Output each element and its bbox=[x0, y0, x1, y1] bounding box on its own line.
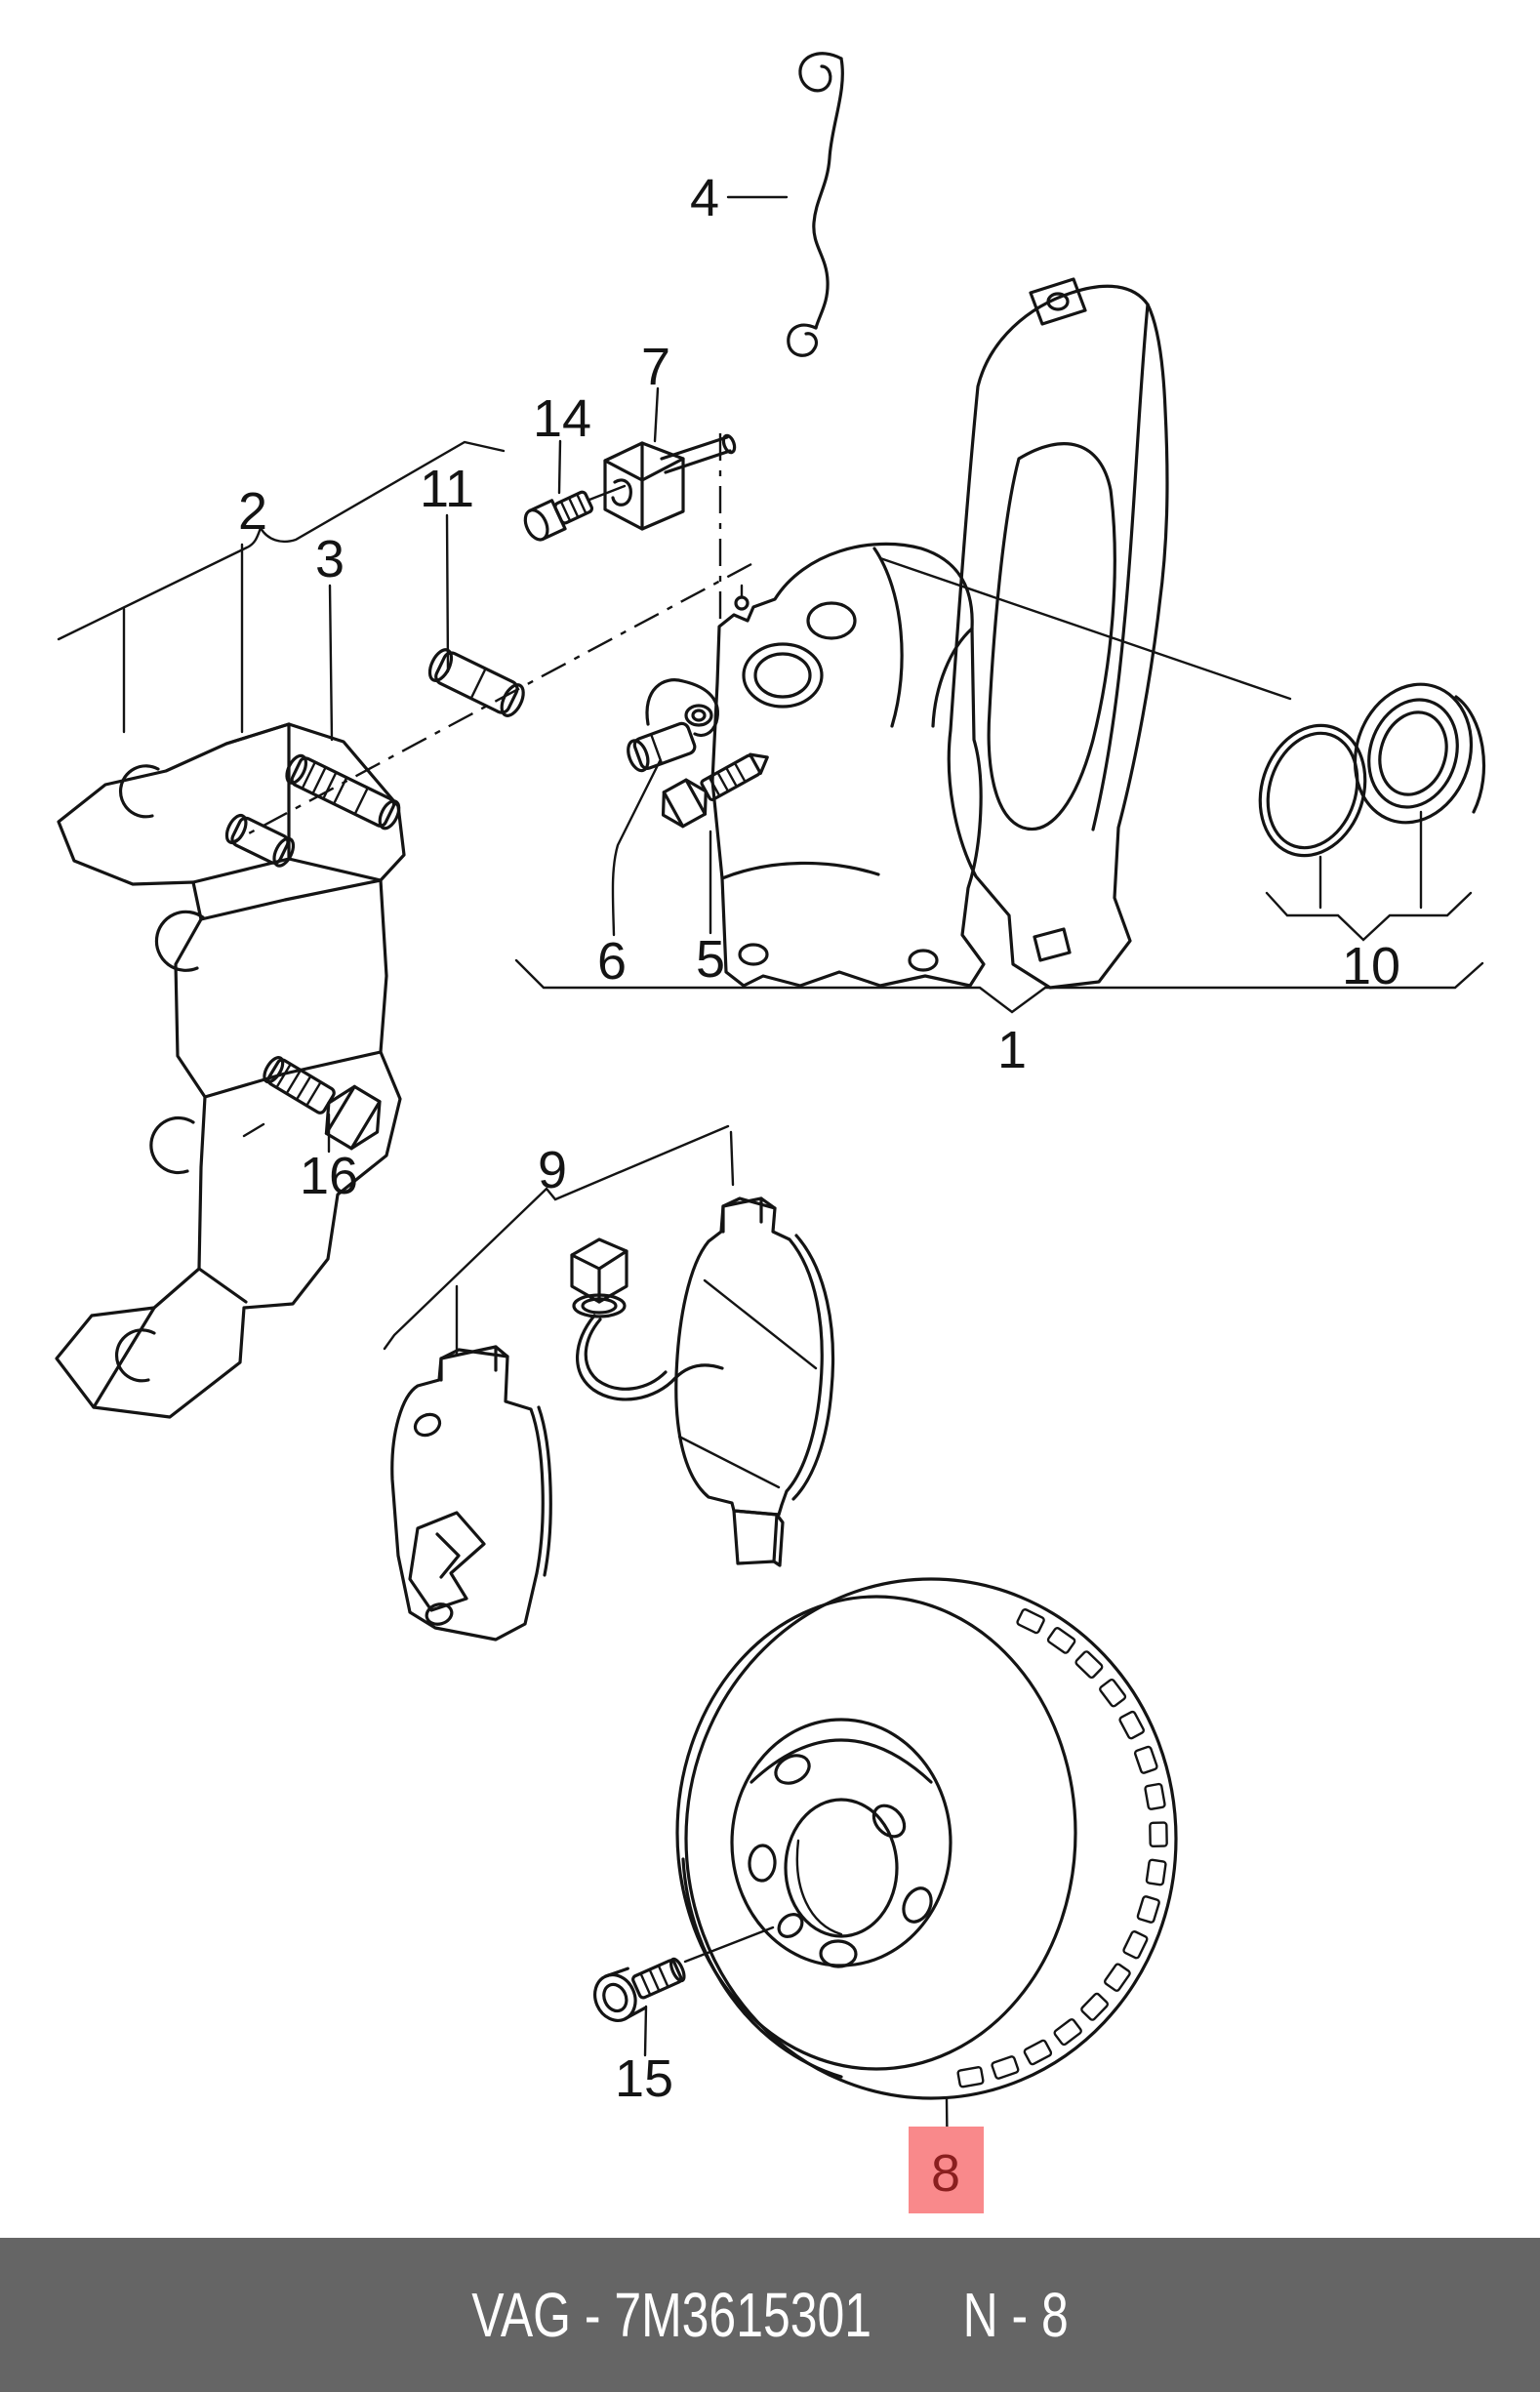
bracket-part-2 bbox=[57, 440, 506, 641]
leader-part-7 bbox=[653, 386, 660, 443]
brake-disc-drawing bbox=[675, 1577, 1178, 2100]
part-label-4[interactable]: 4 bbox=[690, 169, 719, 227]
bracket-part-10 bbox=[1265, 891, 1473, 942]
bracket-part-9 bbox=[383, 1124, 735, 1351]
retaining-spring-drawing bbox=[787, 52, 844, 357]
footer-bar: VAG - 7M3615301 N - 8 bbox=[0, 2238, 1540, 2392]
seal-kit-drawing bbox=[1258, 682, 1486, 858]
part-label-6[interactable]: 6 bbox=[597, 932, 627, 991]
leader-part-3 bbox=[328, 584, 334, 742]
bolt-16-drawing bbox=[263, 1055, 382, 1151]
part-label-11[interactable]: 11 bbox=[420, 460, 474, 518]
part-label-2[interactable]: 2 bbox=[238, 482, 267, 541]
part-label-16[interactable]: 16 bbox=[300, 1147, 358, 1205]
page-ref: N - 8 bbox=[962, 2280, 1069, 2350]
leader-part-14 bbox=[557, 439, 562, 495]
vent-slots bbox=[956, 1608, 1168, 2088]
part-label-14[interactable]: 14 bbox=[533, 389, 591, 448]
part-label-5[interactable]: 5 bbox=[696, 930, 725, 989]
pointer-15-to-hole bbox=[683, 1926, 775, 1964]
footer-text: VAG - 7M3615301 N - 8 bbox=[471, 2279, 1069, 2351]
part-label-15[interactable]: 15 bbox=[615, 2049, 673, 2108]
part-label-8[interactable]: 8 bbox=[931, 2144, 960, 2203]
axis-14-7 bbox=[588, 484, 627, 502]
axis-16 bbox=[242, 1122, 265, 1138]
part-label-9[interactable]: 9 bbox=[538, 1141, 567, 1199]
part-label-1[interactable]: 1 bbox=[997, 1021, 1027, 1079]
bracket-part-1 bbox=[514, 958, 1484, 1014]
caliper-housing-drawing bbox=[710, 542, 986, 988]
brake-pads-drawing bbox=[390, 1196, 835, 1642]
leader-part-6 bbox=[611, 759, 662, 937]
pointer-caliper-to-seals bbox=[878, 556, 1292, 701]
caliper-carrier-drawing bbox=[55, 722, 406, 1419]
leader-part-11 bbox=[445, 513, 450, 673]
part-label-10[interactable]: 10 bbox=[1342, 937, 1400, 995]
bracket-7-drawing bbox=[603, 433, 737, 531]
retainer-6-drawing bbox=[627, 678, 719, 773]
sleeve-3-drawing bbox=[224, 813, 296, 868]
axis-dash-diagonal bbox=[233, 562, 752, 843]
part-label-7[interactable]: 7 bbox=[641, 338, 670, 396]
bolt-5-drawing bbox=[661, 752, 769, 829]
screw-15-drawing bbox=[593, 1957, 686, 2022]
catalog-code: VAG - 7M3615301 bbox=[471, 2280, 871, 2350]
part-label-3[interactable]: 3 bbox=[315, 530, 344, 588]
bolt-14-drawing bbox=[523, 490, 594, 542]
leader-part-15 bbox=[643, 2005, 648, 2057]
splash-shield-drawing bbox=[947, 277, 1169, 990]
part-8-highlight[interactable] bbox=[909, 2127, 984, 2213]
sleeve-11-drawing bbox=[427, 648, 525, 717]
